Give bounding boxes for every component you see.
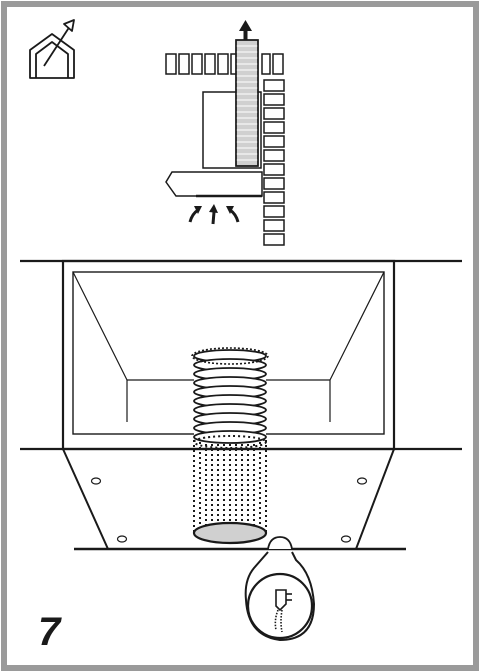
exhaust-arrow-icon	[239, 20, 252, 40]
horizontal-duct	[165, 53, 284, 75]
intake-arrows-icon	[188, 204, 240, 225]
wall-column	[263, 79, 285, 246]
duct-outlet	[192, 521, 268, 545]
screw-holes	[90, 477, 368, 543]
hidden-duct-section	[193, 435, 267, 534]
inner-flex-duct	[235, 39, 259, 167]
flexible-duct	[191, 347, 269, 545]
power-plug-icon	[274, 589, 292, 633]
hood-side-view	[165, 20, 285, 246]
plug-callout	[244, 536, 316, 642]
hood-canopy	[165, 171, 263, 197]
step-number: 7	[38, 610, 61, 654]
house-vent-arrow-icon	[29, 19, 75, 79]
